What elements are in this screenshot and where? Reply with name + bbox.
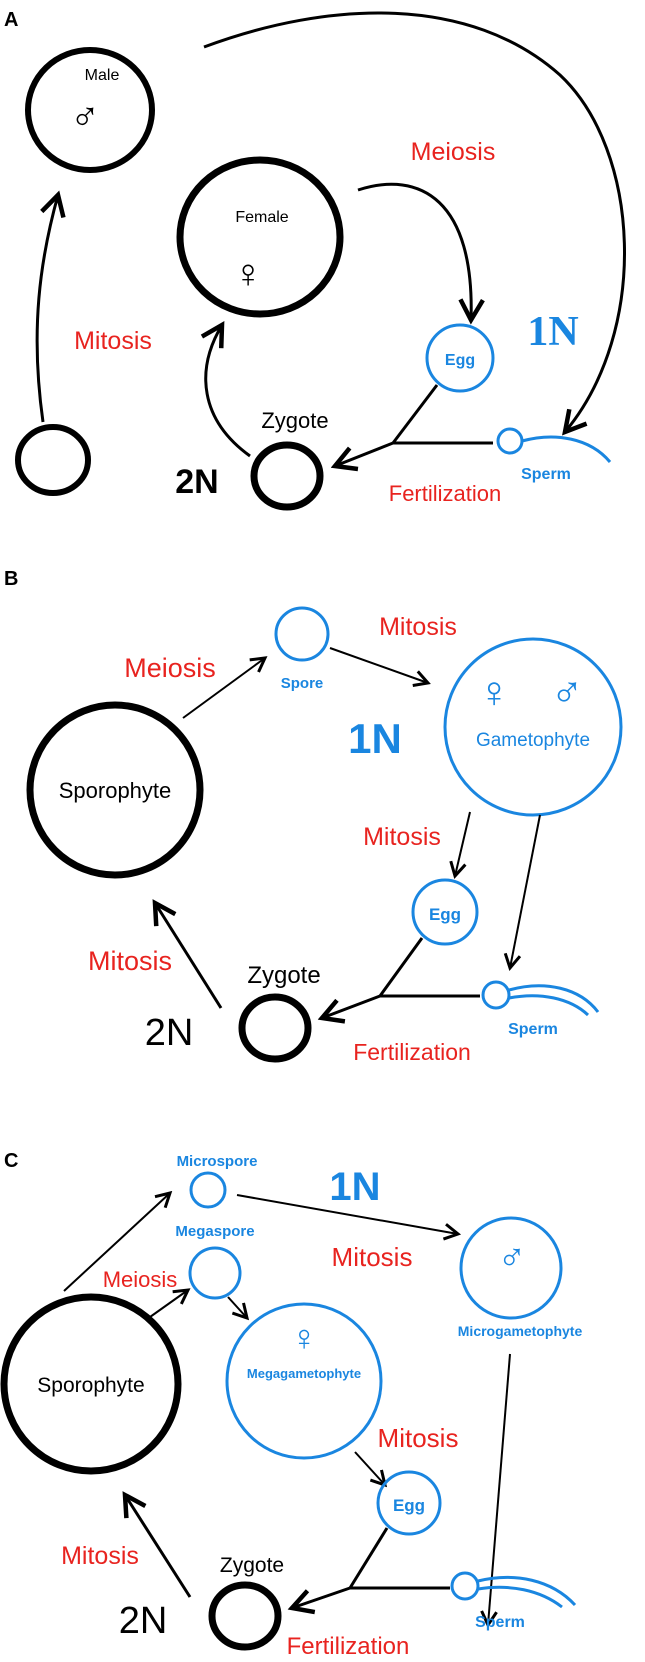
female-to-egg-arrow xyxy=(357,182,471,320)
fertilization-arrow xyxy=(292,1586,351,1608)
zygote-circle xyxy=(208,1581,282,1651)
panel-b: B Meiosis Spore Mitosis ♀ ♂ Gametophyte … xyxy=(4,568,623,1065)
egg-circle xyxy=(411,878,479,946)
haploid-label: 1N xyxy=(527,309,578,355)
sperm-tail xyxy=(521,435,612,463)
meiosis-label: Meiosis xyxy=(103,1267,178,1292)
sperm-head xyxy=(450,1571,480,1601)
female-symbol-icon: ♀ xyxy=(233,252,263,296)
sperm-head xyxy=(496,427,524,455)
male-symbol-icon: ♂ xyxy=(70,95,100,139)
egg-fertilization-line xyxy=(378,937,424,997)
microspore-label: Microspore xyxy=(177,1153,258,1170)
zygote-label: Zygote xyxy=(220,1554,284,1577)
male-symbol-icon: ♂ xyxy=(498,1237,527,1279)
mitosis-left-label: Mitosis xyxy=(61,1542,139,1570)
microspore-to-microgametophyte-arrow xyxy=(236,1194,458,1234)
fertilization-label: Fertilization xyxy=(353,1039,471,1065)
sperm-label: Sperm xyxy=(475,1614,525,1631)
zygote-label: Zygote xyxy=(247,962,320,989)
spore-to-gametophyte-arrow xyxy=(329,647,428,683)
microgametophyte-circle xyxy=(459,1216,563,1320)
gametophyte-label: Gametophyte xyxy=(476,730,590,751)
female-symbol-icon: ♀ xyxy=(478,668,511,717)
haploid-label: 1N xyxy=(329,1165,380,1209)
meiosis-arrow-male xyxy=(203,11,627,432)
sperm-tail-lower xyxy=(477,1585,563,1609)
female-gametophyte-circle xyxy=(176,156,344,318)
microgametophyte-label: Microgametophyte xyxy=(458,1323,583,1339)
spore-label: Spore xyxy=(281,675,324,692)
egg-circle xyxy=(425,323,495,393)
gametophyte-to-egg-arrow xyxy=(455,811,471,876)
panel-c-letter: C xyxy=(4,1150,18,1172)
sperm-tail-lower xyxy=(508,994,590,1017)
mitosis-mid-label: Mitosis xyxy=(363,823,441,851)
sperm-label: Sperm xyxy=(508,1021,558,1038)
male-symbol-icon: ♂ xyxy=(551,668,584,717)
sporophyte-label: Sporophyte xyxy=(37,1374,144,1397)
sporophyte-circle xyxy=(26,701,204,879)
sperm-head xyxy=(481,980,511,1010)
meiosis-label: Meiosis xyxy=(411,138,496,166)
zygote-circle xyxy=(238,993,312,1063)
male-label: Male xyxy=(85,67,120,84)
egg-label: Egg xyxy=(429,905,461,924)
megaspore-circle xyxy=(188,1246,242,1300)
fertilization-label: Fertilization xyxy=(389,481,501,506)
spore-to-male-arrow xyxy=(35,195,58,423)
zygote-to-sporophyte-arrow xyxy=(125,1495,192,1598)
microgametophyte-to-sperm-arrow xyxy=(488,1353,511,1625)
mitosis-mid-label: Mitosis xyxy=(378,1423,459,1453)
panel-a: A Male ♂ Female ♀ Meiosis 1N Egg Mitosis… xyxy=(4,9,627,511)
egg-fertilization-line xyxy=(391,384,439,444)
sporophyte-label: Sporophyte xyxy=(59,778,172,803)
fertilization-label: Fertilization xyxy=(287,1633,410,1660)
sperm-tail-upper xyxy=(477,1575,577,1607)
diploid-label: 2N xyxy=(119,1600,168,1642)
gametophyte-circle xyxy=(443,637,623,817)
diploid-label: 2N xyxy=(175,463,218,501)
sperm-tail-upper xyxy=(508,984,600,1013)
haploid-label: 1N xyxy=(348,715,402,762)
mitosis-left-label: Mitosis xyxy=(88,946,172,976)
panel-c: C Microspore 1N Megaspore Mitosis Meiosi… xyxy=(0,1150,583,1660)
spore-circle xyxy=(274,606,330,662)
megaspore-label: Megaspore xyxy=(175,1223,254,1240)
zygote-circle xyxy=(250,441,324,511)
female-symbol-icon: ♀ xyxy=(291,1317,318,1358)
male-gametophyte-circle xyxy=(25,47,155,173)
fertilization-arrow xyxy=(322,994,381,1018)
fertilization-arrow xyxy=(335,441,394,466)
mitosis-top-label: Mitosis xyxy=(379,613,457,641)
sporophyte-to-microspore-arrow xyxy=(63,1193,170,1292)
egg-label: Egg xyxy=(445,352,475,369)
megaspore-to-megagametophyte-arrow xyxy=(227,1296,247,1318)
mitosis-top-label: Mitosis xyxy=(332,1242,413,1272)
egg-label: Egg xyxy=(393,1496,425,1515)
panel-a-letter: A xyxy=(4,9,18,31)
mitosis-label: Mitosis xyxy=(74,327,152,355)
megagametophyte-circle xyxy=(225,1302,383,1460)
zygote-to-female-arrow xyxy=(206,325,251,458)
zygote-to-sporophyte-arrow xyxy=(155,903,223,1009)
diploid-label: 2N xyxy=(145,1012,194,1054)
female-label: Female xyxy=(235,209,288,226)
gametophyte-to-sperm-arrow xyxy=(510,814,541,968)
meiosis-label: Meiosis xyxy=(124,653,216,683)
sporophyte-to-megaspore-arrow xyxy=(149,1290,188,1318)
megagametophyte-label: Megagametophyte xyxy=(247,1366,361,1381)
sperm-label: Sperm xyxy=(521,466,571,483)
megagametophyte-to-egg-arrow xyxy=(354,1451,385,1485)
spore-circle xyxy=(15,424,91,496)
egg-circle xyxy=(376,1470,442,1536)
panel-b-letter: B xyxy=(4,568,18,590)
sporophyte-circle xyxy=(0,1293,182,1475)
zygote-label: Zygote xyxy=(261,408,328,433)
sporophyte-to-spore-arrow xyxy=(182,658,265,719)
microspore-circle xyxy=(189,1171,227,1209)
egg-fertilization-line xyxy=(348,1527,389,1589)
